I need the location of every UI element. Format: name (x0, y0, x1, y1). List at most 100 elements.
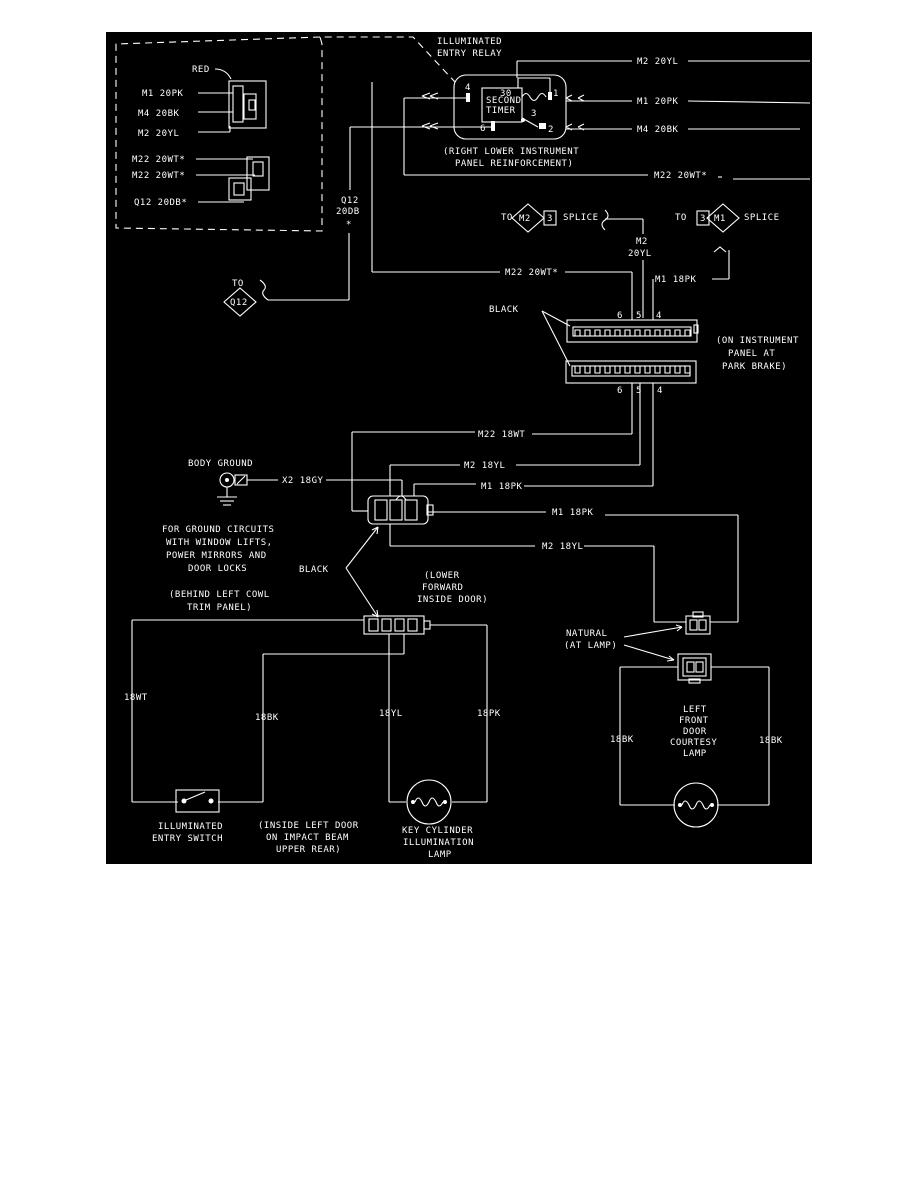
relay-title-1: ILLUMINATED (437, 37, 502, 47)
wire-q12-label: Q12 (341, 196, 359, 206)
splice-label-1: SPLICE (563, 213, 599, 223)
courtesy-label-5: LAMP (683, 749, 707, 759)
ground-note-4: DOOR LOCKS (188, 564, 247, 574)
wire-m2-18yl: M2 18YL (464, 461, 505, 471)
ip-location-2: PANEL AT (728, 349, 775, 359)
cowl-connector: M1 18PK M2 18YL BLACK (BEHIND LEFT COWL … (169, 495, 739, 623)
key-lamp-label-2: ILLUMINATION (403, 838, 474, 848)
courtesy-label-4: COURTESY (670, 738, 717, 748)
relay-pin-1: 1 (553, 89, 559, 99)
splice-3b-label: 3 (700, 214, 706, 224)
relay-pin-30: 30 (500, 89, 512, 99)
inset-m4-label: M4 20BK (138, 109, 180, 119)
relay-terminal-2 (539, 123, 546, 129)
key-lamp-terminal-left (411, 800, 415, 804)
courtesy-lamp-terminal-left (678, 803, 682, 807)
inset-m1-label: M1 20PK (142, 89, 184, 99)
splice-label-2: SPLICE (744, 213, 780, 223)
relay-pin-2: 2 (548, 125, 554, 135)
pin-4-top: 4 (656, 311, 662, 321)
wire-18wt: 18WT (124, 693, 148, 703)
ground-note-2: WITH WINDOW LIFTS, (166, 538, 273, 548)
diagram-background (106, 32, 812, 864)
relay-timer-1: SECOND (486, 96, 522, 106)
wire-m2-20yl: M2 20YL (637, 57, 678, 67)
relay-terminal-6 (491, 121, 495, 131)
relay-contact (521, 118, 525, 122)
key-lamp-label-3: LAMP (428, 850, 452, 860)
black-label-1: BLACK (489, 305, 519, 315)
wire-18bk-2: 18BK (610, 735, 634, 745)
splice-to-2: TO (675, 213, 687, 223)
inset-m22a-label: M22 20WT* (132, 155, 185, 165)
wire-18bk: 18BK (255, 713, 279, 723)
switch-contact-left (181, 798, 187, 804)
ground-stud (225, 478, 229, 482)
inset-q12-label: Q12 20DB* (134, 198, 187, 208)
pin-5-bottom: 5 (636, 386, 642, 396)
switch-contact-right (208, 798, 214, 804)
door-harness-wiring: M22 18WT M2 18YL M1 18PK (351, 383, 654, 512)
pin-6-top: 6 (617, 311, 623, 321)
pin-4-bottom: 4 (657, 386, 663, 396)
wire-m1-20pk: M1 20PK (637, 97, 679, 107)
lower-forward-1: (LOWER (424, 571, 460, 581)
splice-m2-label: M2 (519, 214, 531, 224)
wire-m1-18pk-3: M1 18PK (552, 508, 594, 518)
pin-6-bottom: 6 (617, 386, 623, 396)
relay-title-2: ENTRY RELAY (437, 49, 502, 59)
ip-location-1: (ON INSTRUMENT (716, 336, 799, 346)
lower-forward-3: INSIDE DOOR) (417, 595, 488, 605)
wire-m2-18yl-2: M2 18YL (542, 542, 583, 552)
inset-red-label: RED (192, 65, 210, 75)
switch-location-3: UPPER REAR) (276, 845, 341, 855)
splice-to-1: TO (501, 213, 513, 223)
wire-m1-18pk-2: M1 18PK (481, 482, 523, 492)
cowl-location-2: TRIM PANEL) (187, 603, 252, 613)
natural-label-1: NATURAL (566, 629, 607, 639)
instrument-panel-connector: BLACK 6 5 4 6 5 4 (ON INSTRUMENT PANEL A… (489, 305, 799, 396)
black-label-2: BLACK (299, 565, 329, 575)
relay-pin-4: 4 (465, 83, 471, 93)
body-ground-title: BODY GROUND (188, 459, 253, 469)
wire-m22-18wt: M22 18WT (478, 430, 525, 440)
splice-wire-20yl: 20YL (628, 249, 652, 259)
courtesy-label-2: FRONT (679, 716, 709, 726)
wire-20db-label: 20DB (336, 207, 360, 217)
wire-star-mark: * (346, 220, 352, 230)
wire-m4-20bk: M4 20BK (637, 125, 679, 135)
courtesy-label-1: LEFT (683, 705, 707, 715)
inset-m22b-label: M22 20WT* (132, 171, 185, 181)
splice-3-label: 3 (547, 214, 553, 224)
courtesy-label-3: DOOR (683, 727, 707, 737)
illuminated-entry-relay: ILLUMINATED ENTRY RELAY 4 SECOND TIMER 3… (437, 37, 579, 169)
wire-18bk-3: 18BK (759, 736, 783, 746)
wire-m1-18pk: M1 18PK (655, 275, 697, 285)
relay-location-2: PANEL REINFORCEMENT) (455, 159, 573, 169)
wire-m22-20wt-2: M22 20WT* (505, 268, 558, 278)
relay-pin-6: 6 (480, 124, 486, 134)
cowl-location-1: (BEHIND LEFT COWL (169, 590, 270, 600)
illuminated-entry-switch: ILLUMINATED ENTRY SWITCH (INSIDE LEFT DO… (152, 789, 358, 855)
splice-to-3: TO (232, 279, 244, 289)
relay-terminal-1 (548, 92, 552, 100)
ip-location-3: PARK BRAKE) (722, 362, 787, 372)
wire-m22-20wt: M22 20WT* (654, 171, 707, 181)
ground-note-1: FOR GROUND CIRCUITS (162, 525, 274, 535)
switch-label-2: ENTRY SWITCH (152, 834, 223, 844)
natural-label-2: (AT LAMP) (564, 641, 617, 651)
wire-x2-18gy: X2 18GY (282, 476, 324, 486)
lower-door-connector: (LOWER FORWARD INSIDE DOOR) 18WT 18BK 18… (124, 571, 500, 803)
body-ground: BODY GROUND X2 18GY FOR GROUND CIRCUITS … (162, 459, 403, 574)
key-cylinder-lamp: KEY CYLINDER ILLUMINATION LAMP (402, 779, 474, 860)
switch-location-2: ON IMPACT BEAM (266, 833, 349, 843)
courtesy-lamp-terminal-right (710, 803, 714, 807)
relay-location-1: (RIGHT LOWER INSTRUMENT (443, 147, 579, 157)
relay-terminal-4 (466, 93, 470, 102)
switch-label-1: ILLUMINATED (158, 822, 223, 832)
splice-m1-label: M1 (714, 214, 726, 224)
courtesy-lamp-circuit: NATURAL (AT LAMP) 18BK 18BK LEFT FRONT D… (564, 611, 783, 828)
splice-q12-label: Q12 (230, 298, 248, 308)
key-lamp-label-1: KEY CYLINDER (402, 826, 473, 836)
